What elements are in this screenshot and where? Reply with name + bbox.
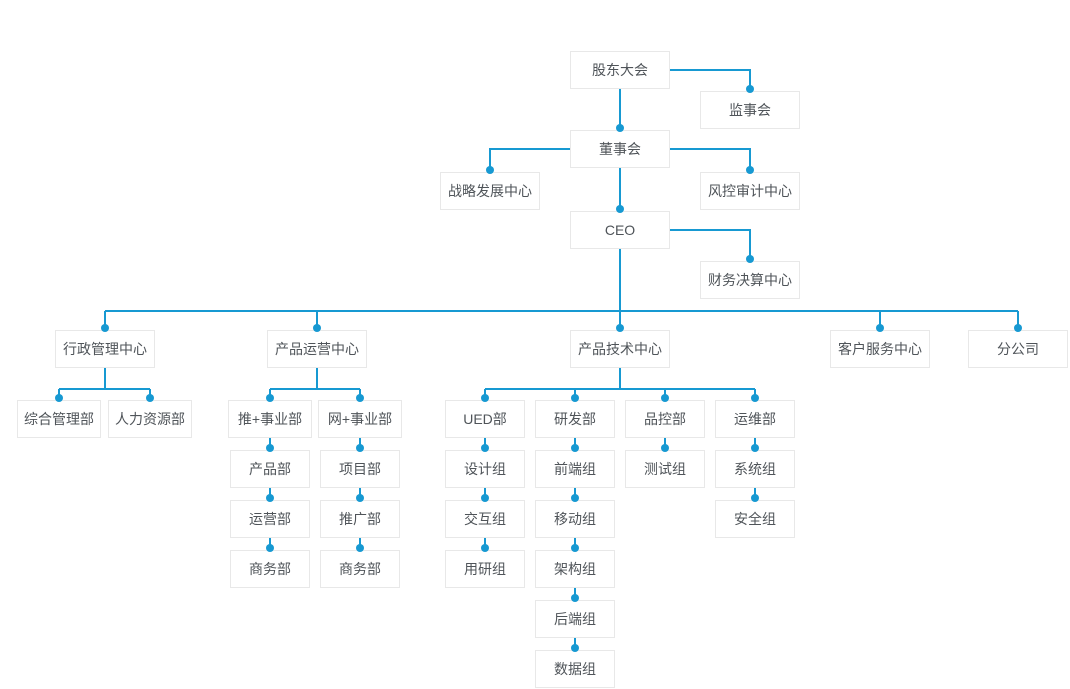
org-node-label: 客户服务中心 [838,341,922,357]
org-node-label: 战略发展中心 [448,183,532,199]
org-node-interaction-group: 交互组 [445,500,525,538]
org-node-business-dept-wang: 商务部 [320,550,400,588]
org-node-customer-service-center: 客户服务中心 [830,330,930,368]
org-node-admin-center: 行政管理中心 [55,330,155,368]
org-node-qc-dept: 品控部 [625,400,705,438]
org-node-label: 系统组 [734,461,776,477]
org-node-label: 安全组 [734,511,776,527]
org-node-label: 商务部 [249,561,291,577]
org-node-design-group: 设计组 [445,450,525,488]
org-node-label: 网+事业部 [327,411,393,427]
org-node-label: 产品运营中心 [275,341,359,357]
org-node-label: 用研组 [464,561,506,577]
org-node-strategy-dev-center: 战略发展中心 [440,172,540,210]
org-node-hr-dept: 人力资源部 [108,400,192,438]
org-node-label: 商务部 [339,561,381,577]
org-node-product-dept: 产品部 [230,450,310,488]
org-node-frontend-group: 前端组 [535,450,615,488]
org-node-security-group: 安全组 [715,500,795,538]
org-node-system-group: 系统组 [715,450,795,488]
org-node-label: 推+事业部 [237,411,303,427]
org-node-ceo: CEO [570,211,670,249]
org-node-board-of-directors: 董事会 [570,130,670,168]
org-node-label: 综合管理部 [24,411,94,427]
org-node-label: 推广部 [339,511,381,527]
org-node-general-mgmt-dept: 综合管理部 [17,400,101,438]
org-node-supervisory-board: 监事会 [700,91,800,129]
org-node-business-dept-tui: 商务部 [230,550,310,588]
org-node-label: 项目部 [339,461,381,477]
org-node-label: 架构组 [554,561,596,577]
org-node-label: CEO [604,222,636,238]
org-node-label: 股东大会 [592,62,648,78]
org-node-data-group: 数据组 [535,650,615,688]
org-node-label: 分公司 [997,341,1039,357]
org-node-label: 品控部 [644,411,686,427]
org-node-label: UED部 [463,411,507,427]
org-node-label: 研发部 [554,411,596,427]
org-node-backend-group: 后端组 [535,600,615,638]
org-node-label: 产品部 [249,461,291,477]
org-node-tui-plus-division: 推+事业部 [228,400,312,438]
org-node-label: 后端组 [554,611,596,627]
org-node-project-dept: 项目部 [320,450,400,488]
org-node-branch-company: 分公司 [968,330,1068,368]
org-node-operations-dept: 运营部 [230,500,310,538]
org-node-label: 测试组 [644,461,686,477]
org-node-product-ops-center: 产品运营中心 [267,330,367,368]
org-node-promotion-dept: 推广部 [320,500,400,538]
org-node-risk-audit-center: 风控审计中心 [700,172,800,210]
org-node-label: 财务决算中心 [708,272,792,288]
org-node-label: 移动组 [554,511,596,527]
org-node-label: 风控审计中心 [708,183,792,199]
org-node-shareholders-meeting: 股东大会 [570,51,670,89]
org-node-label: 人力资源部 [115,411,185,427]
org-node-product-tech-center: 产品技术中心 [570,330,670,368]
org-node-label: 行政管理中心 [63,341,147,357]
org-node-ued-dept: UED部 [445,400,525,438]
org-node-label: 交互组 [464,511,506,527]
org-node-ops-dept: 运维部 [715,400,795,438]
org-node-rd-dept: 研发部 [535,400,615,438]
org-node-label: 产品技术中心 [578,341,662,357]
org-node-research-group: 用研组 [445,550,525,588]
org-node-mobile-group: 移动组 [535,500,615,538]
org-node-label: 前端组 [554,461,596,477]
org-node-label: 监事会 [729,102,771,118]
org-node-architecture-group: 架构组 [535,550,615,588]
org-node-test-group: 测试组 [625,450,705,488]
org-node-label: 运维部 [734,411,776,427]
org-node-label: 数据组 [554,661,596,677]
org-node-label: 董事会 [599,141,641,157]
org-node-wang-plus-division: 网+事业部 [318,400,402,438]
org-node-finance-center: 财务决算中心 [700,261,800,299]
org-node-label: 设计组 [464,461,506,477]
org-node-label: 运营部 [249,511,291,527]
